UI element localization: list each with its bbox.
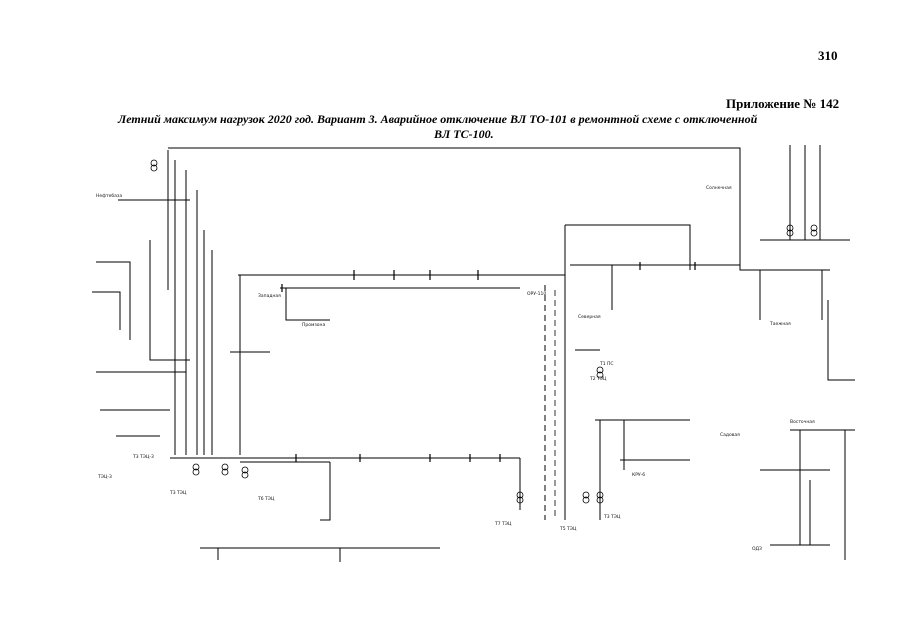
station-label: Т1 ПС — [599, 361, 614, 367]
diagram-title: Летний максимум нагрузок 2020 год. Вариа… — [118, 112, 758, 126]
transformer-icon — [596, 491, 604, 499]
transformer-icon — [150, 164, 158, 172]
transformer-icon — [810, 224, 818, 232]
transformer-icon — [241, 471, 249, 479]
station-label: Таежная — [769, 321, 791, 327]
top-transmission-line — [168, 147, 741, 200]
right-upper-feeder — [565, 224, 691, 270]
breaker-marks — [281, 262, 696, 462]
station-labels: ТЭЦ-3 Т3 ТЭЦ-3 Т3 ТЭЦ Т6 ТЭЦ Т7 ТЭЦ Т5 Т… — [96, 185, 815, 552]
station-label: Т7 ТЭЦ — [494, 521, 512, 527]
station-label: Т5 ТЭЦ — [559, 526, 577, 532]
transformer-icon — [516, 491, 524, 499]
left-feeder-d — [149, 240, 190, 361]
transformer-icon — [192, 463, 200, 471]
appendix-label: Приложение № 142 — [726, 96, 840, 111]
station-label: КРУ-6 — [632, 472, 645, 478]
station-label: Солнечная — [706, 185, 732, 191]
transformer-icon — [221, 463, 229, 471]
transformer-icon — [810, 229, 818, 237]
transformer-icon — [786, 224, 794, 232]
transformer-icon — [786, 229, 794, 237]
station-label: Т3 ТЭЦ-3 — [132, 454, 154, 460]
station-label: Т2 ТЭЦ — [589, 376, 607, 382]
transformer-icon — [150, 159, 158, 167]
transformer-icon — [241, 466, 249, 474]
transformer-icon — [596, 496, 604, 504]
station-label: Восточная — [790, 419, 815, 425]
right-station-bus — [739, 200, 830, 271]
lower-feeder — [320, 462, 331, 521]
schematic-lines — [92, 145, 855, 562]
transformer-icon — [221, 468, 229, 476]
station-label: ОРУ-110 — [527, 291, 546, 297]
station-label: Нефтебаза — [96, 193, 122, 199]
left-feeder-b — [96, 261, 131, 340]
station-label: Т3 ТЭЦ — [603, 514, 621, 520]
transformer-icon — [516, 496, 524, 504]
station-label: Т6 ТЭЦ — [257, 496, 275, 502]
diagram-title-continued: ВЛ ТС-100. — [434, 127, 494, 141]
left-feeder-c — [92, 291, 121, 330]
transformer-icon — [582, 496, 590, 504]
station-label: Промзона — [302, 322, 325, 328]
transformer-icon — [596, 366, 604, 374]
transformer-icon — [582, 491, 590, 499]
station-label: ОДЗ — [752, 546, 762, 552]
middle-upper-bus — [238, 274, 241, 455]
transformer-icon — [192, 468, 200, 476]
station-label: Садовая — [720, 432, 740, 438]
station-label: Т3 ТЭЦ — [169, 490, 187, 496]
station-label: Северная — [578, 314, 601, 320]
transformer-symbols — [150, 159, 818, 504]
page-number: 310 — [818, 48, 838, 63]
middle-tap — [285, 288, 330, 321]
station-label: Западная — [258, 293, 281, 299]
station-label: ТЭЦ-3 — [97, 474, 112, 480]
right-edge — [827, 300, 855, 381]
transformer-icon — [596, 371, 604, 379]
